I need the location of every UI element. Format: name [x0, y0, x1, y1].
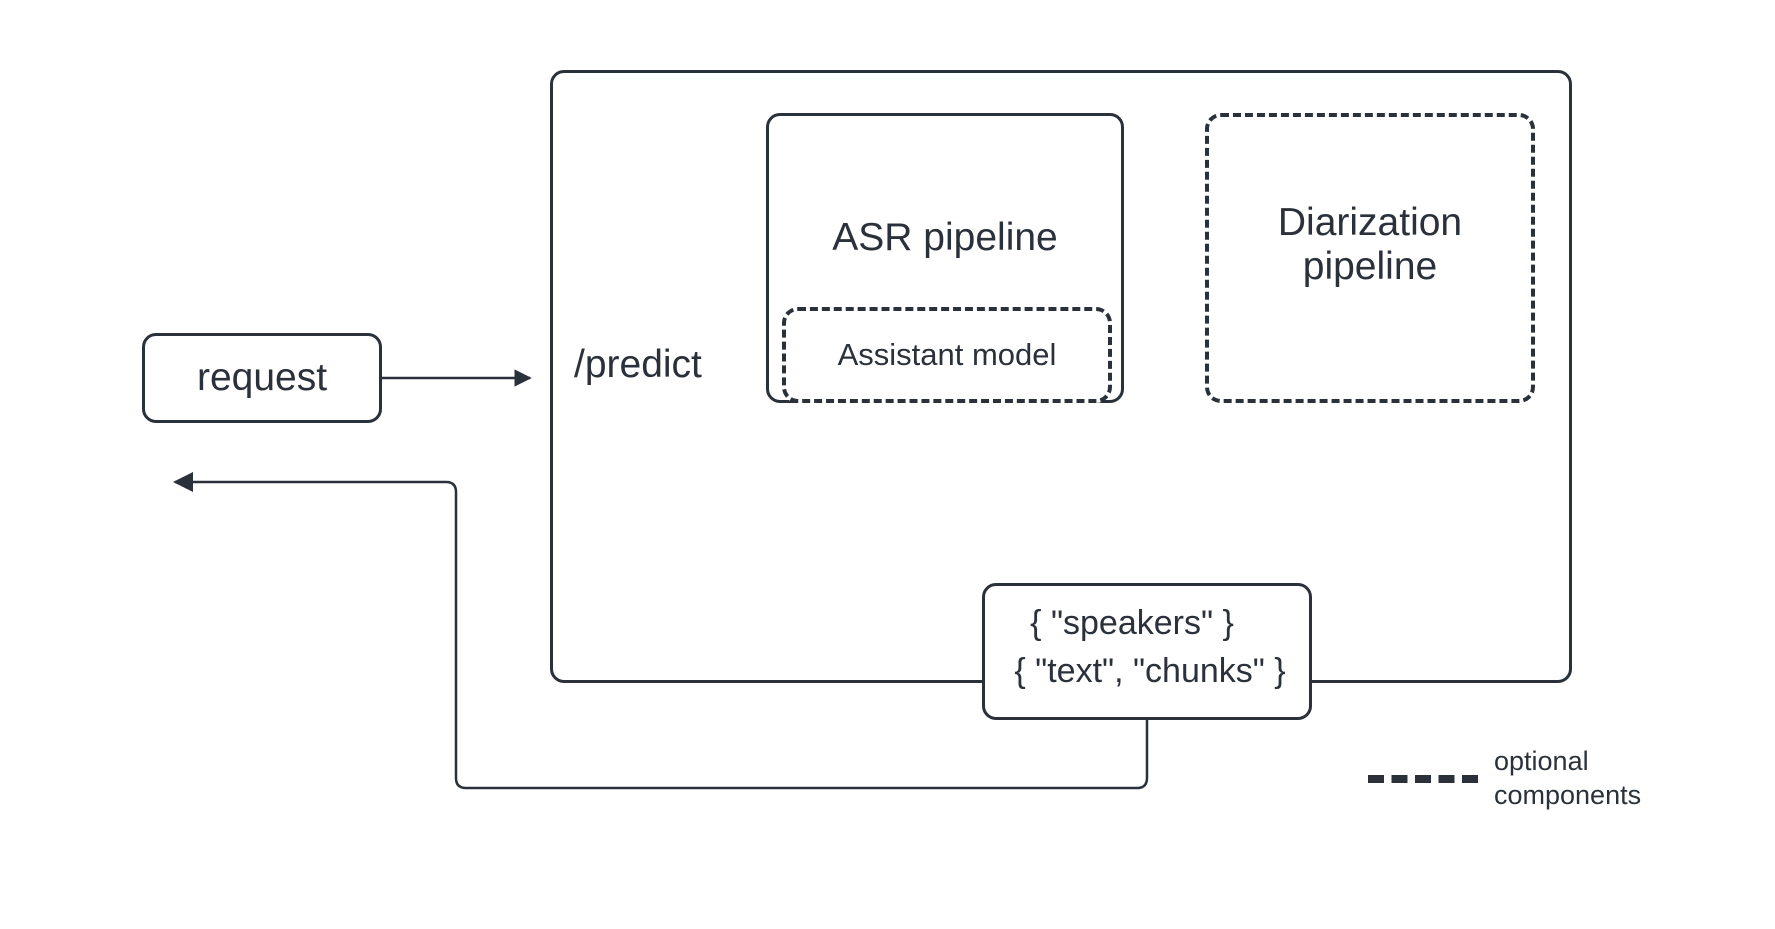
predict-endpoint-label: /predict — [574, 343, 702, 387]
assistant-model-node — [782, 307, 1112, 403]
assistant-model-label: Assistant model — [837, 336, 1057, 372]
asr-pipeline-label: ASR pipeline — [832, 216, 1058, 260]
diarization-pipeline-node — [1205, 113, 1535, 403]
legend-text: optional components — [1494, 745, 1641, 813]
json-text-chunks-field: { "text", "chunks" } — [1014, 651, 1286, 690]
legend-line-2: components — [1494, 779, 1642, 810]
legend: optional components — [1368, 745, 1668, 813]
diarization-label-line-2: pipeline — [1302, 245, 1438, 288]
diarization-pipeline-label: Diarization pipeline — [1205, 190, 1535, 300]
request-node: request — [142, 333, 382, 423]
diarization-label-line-1: Diarization — [1277, 201, 1463, 245]
dashed-line-swatch-icon — [1368, 774, 1478, 783]
legend-line-1: optional — [1494, 746, 1589, 776]
json-speakers-field: { "speakers" } — [1030, 603, 1234, 642]
